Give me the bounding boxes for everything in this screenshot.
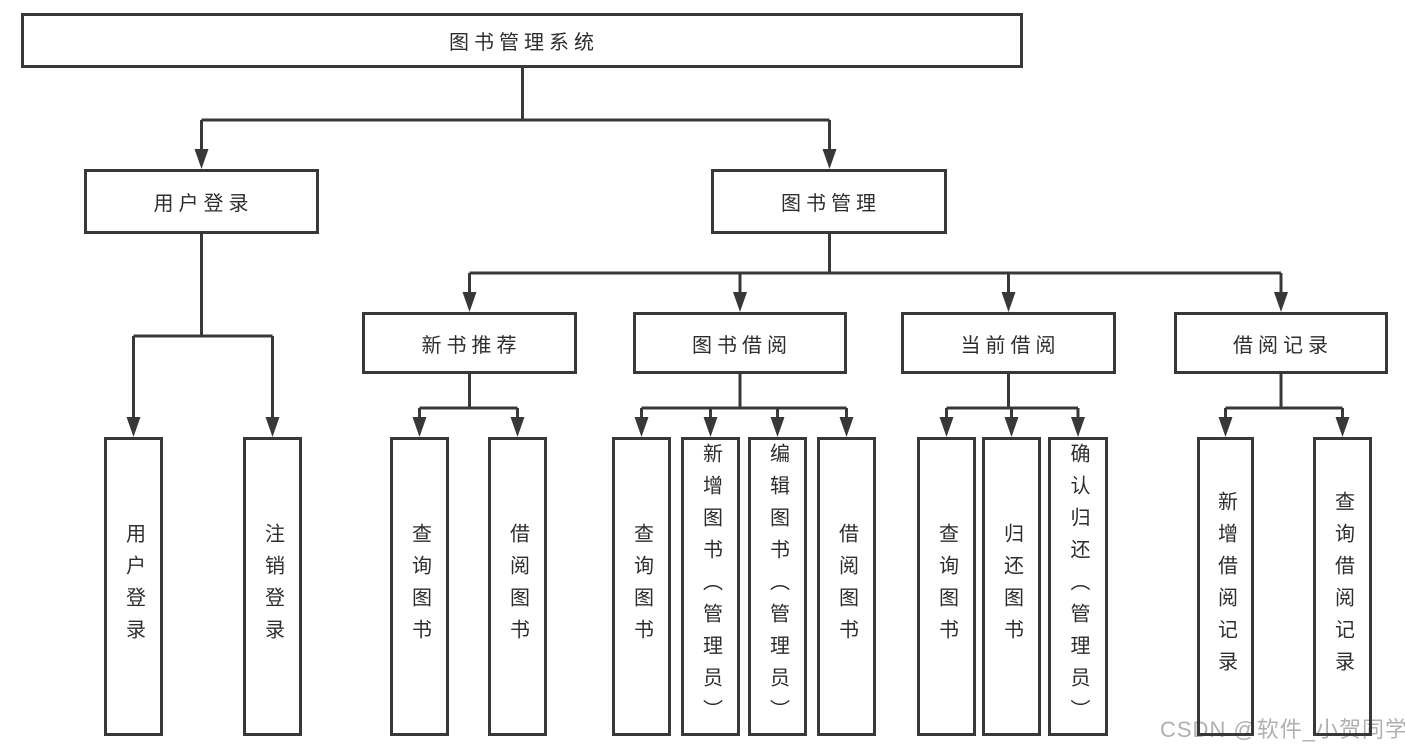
leaf-query-books-current: 查询图书 — [917, 437, 976, 736]
node-label: 新增借阅记录 — [1214, 490, 1237, 683]
node-book-borrowing: 图书借阅 — [633, 312, 847, 374]
leaf-query-borrow-record: 查询借阅记录 — [1313, 437, 1372, 736]
arrowhead — [822, 149, 837, 169]
node-label: 新增图书（管理员） — [699, 442, 722, 731]
arrowhead — [265, 417, 280, 437]
leaf-add-book-admin: 新增图书（管理员） — [681, 437, 740, 736]
node-label: 查询借阅记录 — [1331, 490, 1354, 683]
arrowhead — [1274, 292, 1288, 312]
leaf-add-borrow-record: 新增借阅记录 — [1197, 437, 1254, 736]
connector-newbook-to-leaves — [418, 374, 519, 420]
connector-records-to-leaves — [1224, 374, 1344, 420]
arrowhead — [1001, 292, 1016, 312]
node-label: 新书推荐 — [421, 334, 522, 357]
node-label: 查询图书 — [630, 522, 653, 651]
node-label: 图书管理系统 — [449, 32, 599, 54]
leaf-borrow-books-recommend: 借阅图书 — [488, 437, 547, 736]
leaf-borrow-books-borrowing: 借阅图书 — [817, 437, 876, 736]
connector-borrowing-to-leaves — [640, 374, 848, 420]
node-label: 查询图书 — [935, 522, 958, 651]
arrowhead — [1335, 417, 1350, 437]
node-label: 图书管理 — [781, 193, 881, 215]
leaf-logout: 注销登录 — [243, 437, 302, 736]
node-library-management-system: 图书管理系统 — [21, 13, 1023, 68]
arrowhead — [733, 292, 747, 312]
node-label: 图书借阅 — [692, 334, 792, 357]
node-current-borrowing: 当前借阅 — [901, 312, 1116, 374]
node-label: 确认归还（管理员） — [1067, 442, 1089, 731]
leaf-query-books-recommend: 查询图书 — [390, 437, 449, 736]
arrowhead — [126, 417, 141, 437]
leaf-query-books-borrowing: 查询图书 — [612, 437, 671, 736]
connector-userlogin-to-leaves — [132, 234, 274, 420]
node-label: 用户登录 — [122, 522, 145, 651]
node-book-management: 图书管理 — [711, 169, 947, 234]
node-label: 当前借阅 — [960, 334, 1061, 357]
arrowhead — [510, 417, 525, 437]
arrowhead — [634, 417, 649, 437]
connector-root-to-level2 — [200, 66, 831, 152]
node-label: 编辑图书（管理员） — [766, 442, 789, 731]
connector-bookmgmt-to-level3 — [468, 234, 1283, 295]
leaf-confirm-return-admin: 确认归还（管理员） — [1048, 437, 1108, 736]
node-borrowing-records: 借阅记录 — [1174, 312, 1388, 374]
arrowhead — [1218, 417, 1233, 437]
arrowhead — [839, 417, 854, 437]
node-label: 借阅图书 — [506, 522, 529, 651]
node-new-book-recommendation: 新书推荐 — [362, 312, 577, 374]
leaf-user-login: 用户登录 — [104, 437, 163, 736]
arrowhead — [462, 292, 477, 312]
arrowhead — [412, 417, 427, 437]
node-label: 注销登录 — [261, 522, 284, 651]
node-user-login: 用户登录 — [84, 169, 319, 234]
node-label: 查询图书 — [408, 522, 431, 651]
node-label: 借阅记录 — [1233, 334, 1333, 357]
arrowhead — [770, 417, 785, 437]
watermark-csdn: CSDN @软件_小贺同学 — [1160, 717, 1405, 742]
arrowhead — [1004, 417, 1019, 437]
leaf-edit-book-admin: 编辑图书（管理员） — [748, 437, 807, 736]
arrowhead — [194, 149, 209, 169]
leaf-return-books: 归还图书 — [982, 437, 1041, 736]
connector-current-to-leaves — [945, 374, 1080, 420]
arrowhead — [703, 417, 718, 437]
node-label: 借阅图书 — [835, 522, 858, 651]
arrowhead — [939, 417, 954, 437]
arrowhead — [1071, 417, 1085, 437]
node-label: 归还图书 — [1000, 522, 1023, 651]
node-label: 用户登录 — [153, 193, 254, 215]
